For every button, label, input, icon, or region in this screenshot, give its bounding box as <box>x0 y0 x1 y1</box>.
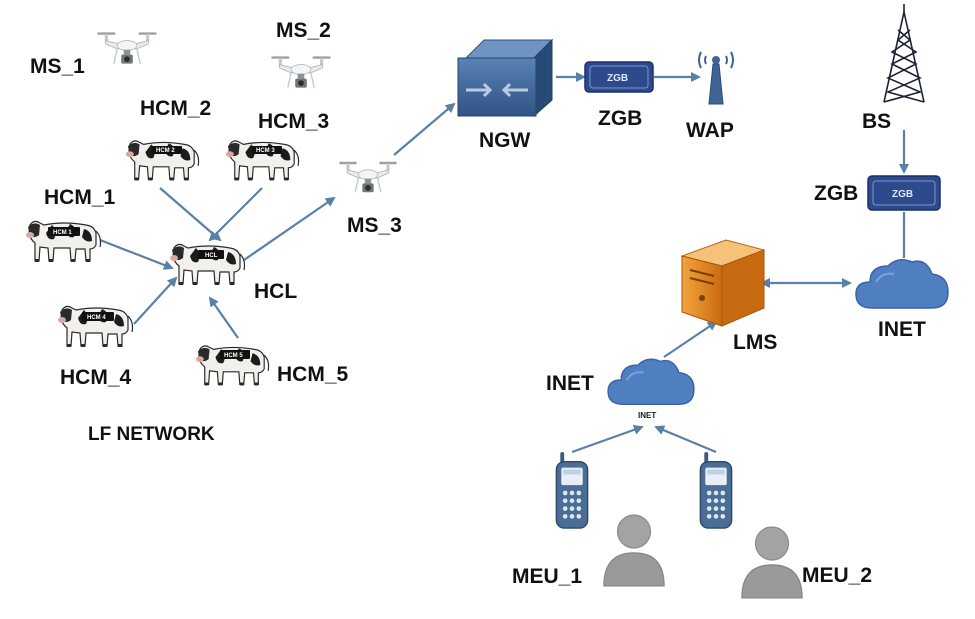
label-ms1: MS_1 <box>30 55 85 78</box>
wap-antenna-icon <box>698 51 734 105</box>
label-lms: LMS <box>733 331 777 354</box>
drone-ms3-icon <box>338 161 398 193</box>
collar-hcl: HCL <box>205 253 218 259</box>
label-inet-left: INET <box>546 372 594 395</box>
inet-left-cloud-icon <box>607 358 695 406</box>
label-hcl: HCL <box>254 280 297 303</box>
cow-hcm2: HCM 2 <box>125 140 200 182</box>
phone-meu2-icon <box>699 452 733 529</box>
label-ms3: MS_3 <box>347 214 402 237</box>
label-zgb-right: ZGB <box>814 182 858 205</box>
user-meu2-icon <box>741 526 803 599</box>
zgb-top-box-text: ZGB <box>607 73 628 84</box>
zgb-right-box-text: ZGB <box>892 189 913 200</box>
arrow-hcm2-to-hcl <box>159 187 222 242</box>
arrow-inet-to-lms <box>663 320 718 358</box>
collar-hcm2: HCM 2 <box>156 148 175 154</box>
inet-right-cloud-icon <box>855 258 949 309</box>
arrow-hcm5-to-hcl <box>208 296 239 339</box>
zgb-right-device-icon: ZGB <box>867 175 941 211</box>
arrow-phone1-to-inet <box>571 424 644 454</box>
label-hcm5: HCM_5 <box>277 363 349 386</box>
ngw-gateway-icon <box>457 38 554 118</box>
label-wap: WAP <box>686 119 734 142</box>
arrow-hcl-to-ms3 <box>243 196 336 261</box>
label-meu1: MEU_1 <box>512 565 582 588</box>
lms-server-icon <box>680 239 766 327</box>
label-hcm3: HCM_3 <box>258 110 329 133</box>
drone-ms1-icon <box>96 31 158 65</box>
label-hcm2: HCM_2 <box>140 97 211 120</box>
drone-ms2-icon <box>270 55 332 89</box>
label-inet-right: INET <box>878 318 926 341</box>
arrow-hcm3-to-hcl <box>208 187 263 242</box>
user-meu1-icon <box>603 514 665 587</box>
label-meu2: MEU_2 <box>802 564 872 587</box>
arrow-ms3-to-ngw <box>393 102 456 156</box>
cow-hcm4: HCM 4 <box>57 305 134 348</box>
label-zgb-top: ZGB <box>598 107 642 130</box>
collar-hcm4: HCM 4 <box>87 315 106 321</box>
bs-tower-icon <box>883 4 925 103</box>
label-hcm4: HCM_4 <box>60 366 132 389</box>
label-lf-network: LF NETWORK <box>88 424 215 445</box>
label-ngw: NGW <box>479 129 531 152</box>
phone-meu1-icon <box>555 452 589 529</box>
label-hcm1: HCM_1 <box>44 186 116 209</box>
connection-arrows <box>99 72 909 454</box>
label-bs: BS <box>862 110 891 133</box>
arrow-phone2-to-inet <box>654 425 717 454</box>
cow-hcm5: HCM 5 <box>195 345 270 387</box>
inet-small-label: INET <box>638 411 656 420</box>
zgb-top-device-icon: ZGB <box>584 61 654 93</box>
collar-hcm1: HCM 1 <box>53 230 72 236</box>
arrow-hcm1-to-hcl <box>99 238 174 270</box>
collar-hcm5: HCM 5 <box>224 353 243 359</box>
cow-hcm3: HCM 3 <box>225 140 300 182</box>
collar-hcm3: HCM 3 <box>256 148 275 154</box>
cow-hcm1: HCM 1 <box>25 220 102 263</box>
arrow-hcm4-to-hcl <box>133 276 178 325</box>
label-ms2: MS_2 <box>276 19 331 42</box>
cow-hcl: HCL <box>169 243 246 286</box>
